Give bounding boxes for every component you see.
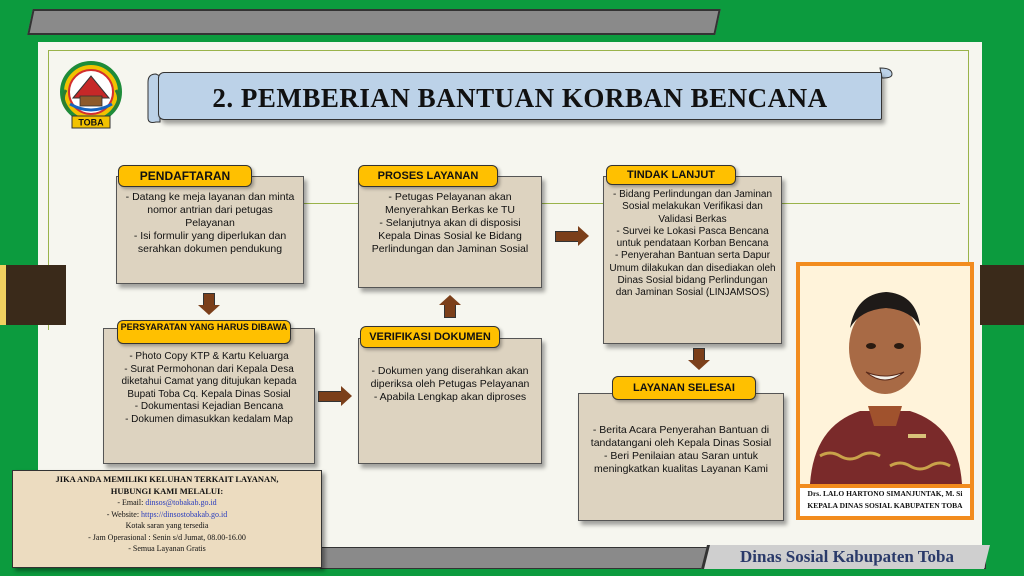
contact-heading-1: JIKA ANDA MEMILIKI KELUHAN TERKAIT LAYAN… — [55, 474, 279, 484]
website-link[interactable]: https://dinsostobakab.go.id — [141, 509, 228, 519]
contact-free-line: Semua Layanan Gratis — [13, 543, 321, 555]
list-item: Apabila Lengkap akan diproses — [365, 391, 535, 404]
email-label: Email: — [121, 498, 144, 507]
proses-box: Petugas Pelayanan akan Menyerahkan Berka… — [358, 176, 542, 288]
arrow-down-icon — [688, 348, 710, 370]
official-card: Drs. LALO HARTONO SIMANJUNTAK, M. Si KEP… — [796, 262, 974, 520]
logo-text: TOBA — [78, 118, 104, 128]
official-position: KEPALA DINAS SOSIAL KABUPATEN TOBA — [807, 501, 963, 510]
tindak-lanjut-header: TINDAK LANJUT — [606, 165, 736, 185]
contact-heading-2: HUBUNGI KAMI MELALUI: — [110, 485, 224, 496]
contact-website-line: Website: https://dinsostobakab.go.id — [13, 509, 321, 521]
list-item: Dokumen yang diserahkan akan diperiksa o… — [365, 365, 535, 391]
title-banner: 2. PEMBERIAN BANTUAN KORBAN BENCANA — [146, 66, 894, 124]
list-item: Beri Penilaian atau Saran untuk meningka… — [585, 450, 777, 476]
official-photo — [800, 266, 970, 484]
footer-brand-text: Dinas Sosial Kabupaten Toba — [739, 547, 954, 566]
verifikasi-list: Dokumen yang diserahkan akan diperiksa o… — [359, 339, 541, 404]
list-item: Selanjutnya akan di disposisi Kepala Din… — [365, 217, 535, 256]
contact-email-line: Email: dinsos@tobakab.go.id — [13, 497, 321, 509]
list-item: Survei ke Lokasi Pasca Bencana untuk pen… — [609, 226, 776, 251]
selesai-box: Berita Acara Penyerahan Bantuan di tanda… — [578, 393, 784, 521]
list-item: Isi formulir yang diperlukan dan serahka… — [123, 230, 297, 256]
list-item: Photo Copy KTP & Kartu Keluarga — [110, 351, 308, 364]
official-caption: Drs. LALO HARTONO SIMANJUNTAK, M. Si KEP… — [800, 488, 970, 516]
proses-header: PROSES LAYANAN — [358, 165, 498, 187]
right-side-tab — [980, 265, 1024, 325]
list-item: Dokumentasi Kejadian Bencana — [110, 401, 308, 414]
frame-line-right — [968, 50, 969, 265]
arrow-right-icon — [318, 386, 352, 406]
verifikasi-box: Dokumen yang diserahkan akan diperiksa o… — [358, 338, 542, 464]
contact-hours-line: Jam Operasional : Senin s/d Jumat, 08.00… — [13, 532, 321, 544]
pendaftaran-list: Datang ke meja layanan dan minta nomor a… — [117, 177, 303, 256]
list-item: Petugas Pelayanan akan Menyerahkan Berka… — [365, 191, 535, 217]
frame-line-middle — [200, 203, 960, 204]
persyaratan-header: PERSYARATAN YANG HARUS DIBAWA — [117, 320, 291, 344]
contact-suggestion-box: Kotak saran yang tersedia — [125, 521, 209, 530]
list-item: Surat Permohonan dari Kepala Desa diketa… — [110, 364, 308, 402]
frame-line-top — [48, 50, 968, 51]
contact-free: Semua Layanan Gratis — [132, 544, 206, 553]
page-title: 2. PEMBERIAN BANTUAN KORBAN BENCANA — [212, 83, 828, 113]
list-item: Berita Acara Penyerahan Bantuan di tanda… — [585, 424, 777, 450]
tindak-lanjut-box: Bidang Perlindungan dan Jaminan Sosial m… — [603, 176, 782, 344]
top-decorative-bar — [27, 9, 721, 35]
title-box: 2. PEMBERIAN BANTUAN KORBAN BENCANA — [158, 72, 882, 120]
website-label: Website: — [111, 509, 140, 519]
toba-logo: TOBA — [58, 60, 124, 132]
arrow-down-icon — [198, 293, 220, 315]
list-item: Bidang Perlindungan dan Jaminan Sosial m… — [609, 189, 776, 226]
contact-box: JIKA ANDA MEMILIKI KELUHAN TERKAIT LAYAN… — [12, 470, 322, 568]
email-link[interactable]: dinsos@tobakab.go.id — [145, 498, 217, 507]
pendaftaran-box: Datang ke meja layanan dan minta nomor a… — [116, 176, 304, 284]
arrow-right-icon — [555, 226, 589, 246]
arrow-up-icon — [439, 295, 461, 318]
selesai-list: Berita Acara Penyerahan Bantuan di tanda… — [579, 394, 783, 476]
list-item: Datang ke meja layanan dan minta nomor a… — [123, 191, 297, 230]
left-side-tab — [0, 265, 66, 325]
contact-hours: Jam Operasional : Senin s/d Jumat, 08.00… — [92, 532, 246, 542]
pendaftaran-header: PENDAFTARAN — [118, 165, 252, 187]
footer-brand: Dinas Sosial Kabupaten Toba — [701, 545, 990, 569]
list-item: Dokumen dimasukkan kedalam Map — [110, 414, 308, 427]
verifikasi-header: VERIFIKASI DOKUMEN — [360, 326, 500, 348]
tindak-lanjut-list: Bidang Perlindungan dan Jaminan Sosial m… — [604, 177, 781, 300]
proses-list: Petugas Pelayanan akan Menyerahkan Berka… — [359, 177, 541, 256]
list-item: Penyerahan Bantuan serta Dapur Umum dila… — [609, 250, 776, 299]
selesai-header: LAYANAN SELESAI — [612, 376, 756, 400]
persyaratan-box: Photo Copy KTP & Kartu Keluarga Surat Pe… — [103, 328, 315, 464]
frame-line-left — [48, 50, 49, 330]
persyaratan-list: Photo Copy KTP & Kartu Keluarga Surat Pe… — [104, 329, 314, 426]
official-name: Drs. LALO HARTONO SIMANJUNTAK, M. Si — [807, 489, 963, 498]
